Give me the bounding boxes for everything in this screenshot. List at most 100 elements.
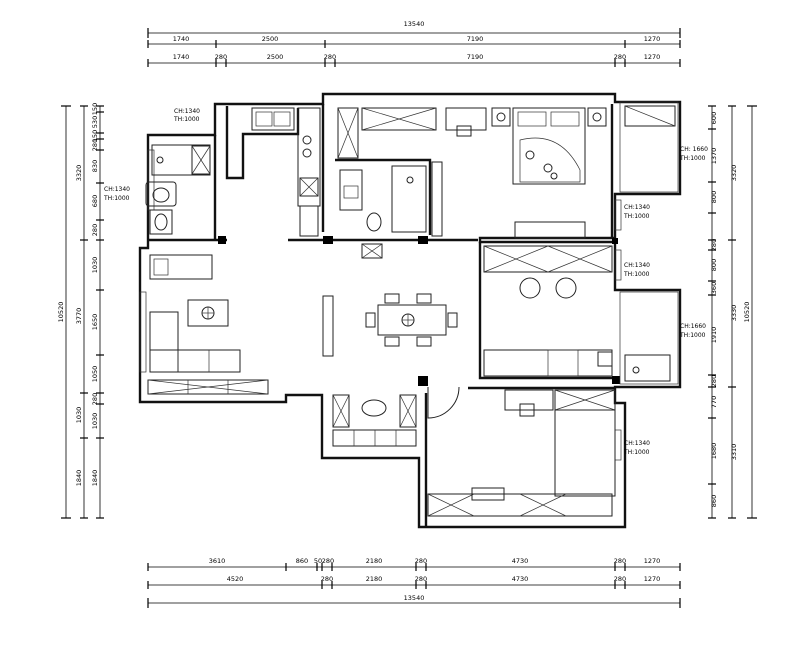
tv-stand	[514, 221, 586, 239]
annotation-th: TH:1000	[623, 449, 650, 456]
dim-top-r2-6: 1270	[644, 53, 661, 61]
dim-top-r1-2: 7190	[467, 35, 484, 43]
dim-bot-r2-5: 280	[614, 575, 626, 583]
window-master	[614, 199, 622, 231]
dim-left-r1-2: 150	[91, 130, 99, 142]
height-annotations: CH:1340 TH:1000 CH:1340 TH:1000 CH: 1660…	[103, 108, 708, 456]
dim-left-r2-0: 3320	[75, 165, 83, 182]
window-bedroom-3	[614, 429, 622, 461]
entry-area	[332, 386, 460, 447]
washbasin-icon	[149, 209, 173, 235]
master-bedroom	[337, 107, 607, 239]
dim-right-r1-6: 1910	[710, 327, 718, 344]
dim-bot-r1-1: 860	[296, 557, 308, 565]
entry-mat	[361, 399, 387, 417]
shower-head-icon	[406, 176, 414, 184]
dim-left-r1-10: 280	[91, 393, 99, 405]
annotation-ch: CH:1340	[174, 108, 200, 115]
glass-partition	[431, 161, 443, 237]
dim-right-r1-7: 280	[710, 375, 718, 387]
dim-right-r1-9: 1680	[710, 443, 718, 460]
desk	[504, 389, 554, 411]
lamp-icon	[496, 112, 506, 122]
column	[323, 236, 333, 244]
lamp-icon	[592, 112, 602, 122]
dim-right-r1-1: 1370	[710, 148, 718, 165]
dim-left-r2-2: 1030	[75, 407, 83, 424]
fridge	[299, 177, 319, 197]
kitchen-cabinet	[299, 205, 319, 237]
dim-right-total: 10520	[743, 302, 751, 323]
annotation-ch: CH:1660	[680, 323, 706, 330]
dim-left-r1-12: 1840	[91, 470, 99, 487]
nightstand	[491, 107, 511, 127]
sofa-side	[149, 311, 179, 373]
bedroom-3	[427, 389, 616, 517]
dim-top-total: 13540	[404, 20, 425, 28]
dim-left-r1-5: 680	[91, 195, 99, 207]
dim-bot-r1-6: 4730	[512, 557, 529, 565]
annotation-ch: CH:1340	[624, 440, 650, 447]
double-bed	[512, 107, 586, 185]
dim-bot-r1-5: 280	[415, 557, 427, 565]
dim-left-r1-6: 280	[91, 224, 99, 236]
dining-area	[365, 293, 458, 347]
bedroom-2	[483, 245, 613, 377]
stove-burner-icon	[302, 148, 312, 158]
dim-top-r2-3: 280	[324, 53, 336, 61]
kitchen	[251, 107, 321, 237]
dim-bot-r2-4: 4730	[512, 575, 529, 583]
wardrobe	[337, 107, 359, 159]
entry-cabinet	[399, 394, 417, 428]
walls	[138, 92, 682, 529]
desk	[445, 107, 487, 131]
column	[418, 236, 428, 244]
dim-bot-r1-4: 2180	[366, 557, 383, 565]
dim-top-r2-4: 7190	[467, 53, 484, 61]
dining-chair	[447, 312, 458, 328]
shoe-cabinet	[332, 394, 350, 428]
dim-bot-r1-0: 3610	[209, 557, 226, 565]
annotation-th: TH:1000	[679, 332, 706, 339]
kitchen-sink	[251, 107, 295, 131]
top-dimensions: 13540 1740 2500 7190 1270 1740 280 2500 …	[147, 20, 681, 67]
dining-chair	[416, 336, 432, 347]
dim-left-r1-4: 830	[91, 160, 99, 172]
dim-right-r1-2: 800	[710, 191, 718, 203]
utility-sink	[624, 354, 671, 382]
annotation-th: TH:1000	[623, 271, 650, 278]
tv-cabinet	[147, 379, 269, 395]
nightstand	[587, 107, 607, 127]
shower-cabin	[391, 165, 427, 233]
dim-left-r2-1: 3770	[75, 308, 83, 325]
shower-head-icon	[156, 156, 164, 164]
dim-right-r1-3: 280	[710, 239, 718, 251]
dining-chair	[365, 312, 376, 328]
armchair	[149, 254, 213, 280]
toilet-icon	[145, 181, 177, 207]
toilet-icon	[366, 212, 382, 232]
dim-bot-r2-3: 280	[415, 575, 427, 583]
sofa	[149, 349, 241, 373]
armchair-icon	[519, 277, 541, 299]
balcony-cabinet	[624, 105, 676, 127]
desk-chair	[456, 125, 472, 137]
dim-bot-r2-0: 4520	[227, 575, 244, 583]
dim-bot-r1-2: 50	[314, 557, 322, 565]
dim-left-r1-1: 530	[91, 116, 99, 128]
shower-cabinet	[191, 145, 211, 175]
master-balcony	[619, 101, 679, 193]
annotation-th: TH:1000	[679, 155, 706, 162]
dim-right-r1-10: 860	[710, 495, 718, 507]
column	[218, 236, 226, 244]
tv-wall-panel	[322, 295, 334, 357]
dining-chair	[384, 336, 400, 347]
dim-left-r1-11: 1030	[91, 413, 99, 430]
dining-chair	[416, 293, 432, 304]
desk-chair	[519, 403, 535, 417]
dim-right-r1-5: 360	[710, 282, 718, 294]
balcony-2	[619, 291, 679, 385]
window-bedroom-2	[614, 249, 622, 281]
dim-bot-r2-6: 1270	[644, 575, 661, 583]
dim-right-r1-0: 600	[710, 112, 718, 124]
